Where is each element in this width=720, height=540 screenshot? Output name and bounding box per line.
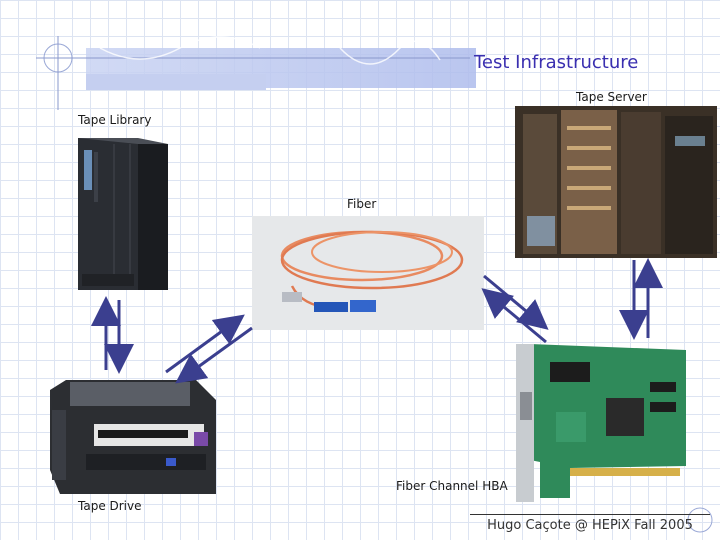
slide-title: Test Infrastructure: [474, 52, 639, 73]
arrow-fiber-to-drive: [175, 326, 253, 384]
tape-server-image: [515, 106, 717, 258]
label-tape-drive: Tape Drive: [78, 499, 142, 513]
label-tape-library: Tape Library: [78, 113, 152, 127]
arrow-fiber-to-hba: [483, 274, 549, 330]
title-banner-shade: [86, 74, 266, 90]
label-fiber-channel-hba: Fiber Channel HBA: [396, 479, 508, 493]
fiber-channel-hba-image: [516, 344, 686, 502]
label-tape-server: Tape Server: [576, 90, 647, 104]
label-fiber: Fiber: [347, 197, 377, 211]
arrow-hba-to-fiber: [481, 288, 547, 344]
tape-library-image: [78, 138, 168, 290]
fiber-cable-image: [252, 216, 484, 330]
tape-drive-image: [50, 380, 216, 494]
footer-credit: Hugo Caçote @ HEPiX Fall 2005: [470, 514, 710, 539]
